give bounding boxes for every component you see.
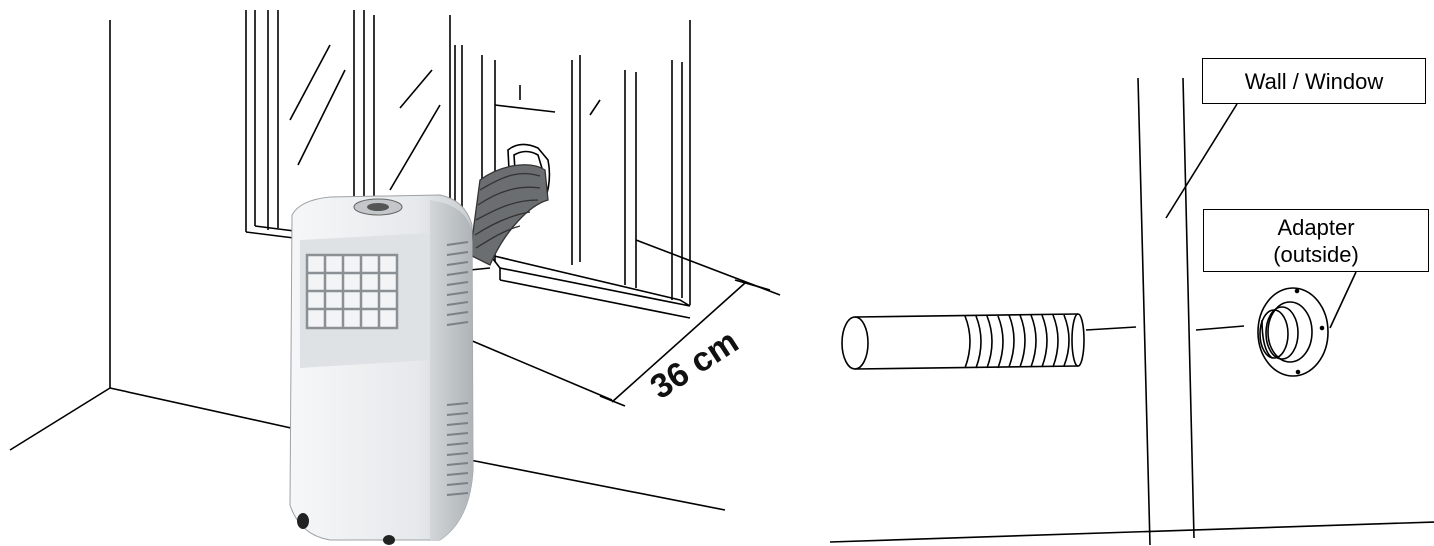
right-window-frame bbox=[454, 20, 691, 319]
width-dimension bbox=[469, 239, 781, 407]
adapter-label-line1: Adapter bbox=[1277, 215, 1355, 240]
wall-window-label-text: Wall / Window bbox=[1244, 69, 1384, 94]
wall-line-left bbox=[1137, 77, 1151, 546]
portable-ac-unit bbox=[289, 194, 474, 545]
ac-wheel-right bbox=[383, 535, 395, 545]
wall-line-right bbox=[1182, 77, 1195, 539]
wall-window-label: Wall / Window bbox=[1202, 58, 1426, 104]
floor-base-line bbox=[469, 459, 726, 511]
adapter-label-line2: (outside) bbox=[1273, 242, 1359, 267]
wall-leader-line bbox=[1165, 103, 1238, 219]
adapter-leader-line bbox=[1329, 271, 1357, 329]
connection-diagram bbox=[829, 77, 1434, 546]
adapter-label: Adapter (outside) bbox=[1203, 209, 1429, 272]
ac-wheel-left bbox=[297, 513, 309, 529]
floor-left-line bbox=[9, 387, 111, 451]
exhaust-hose-diagram bbox=[841, 313, 1085, 370]
ground-line bbox=[829, 521, 1434, 543]
ac-side-vents bbox=[446, 241, 469, 496]
adapter-ring bbox=[1257, 287, 1329, 377]
wall-base-line bbox=[109, 387, 301, 431]
dimension-label: 36 cm bbox=[644, 322, 746, 406]
exhaust-hose bbox=[469, 164, 549, 266]
ac-grille bbox=[305, 253, 399, 330]
